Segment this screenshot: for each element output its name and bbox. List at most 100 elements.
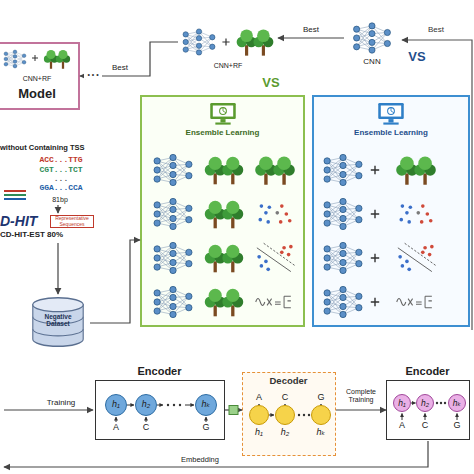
network-neuron	[356, 172, 362, 178]
encoder-box: Encoderh₁h₂hₖACG	[386, 380, 470, 440]
annotation-label: 81bp	[30, 196, 90, 204]
sequence-bar	[4, 190, 26, 192]
svm-margin	[264, 243, 296, 266]
network-neuron	[22, 60, 26, 64]
ellipsis-dot	[298, 414, 300, 416]
network-neuron	[170, 286, 176, 292]
network-neuron	[4, 57, 8, 61]
flow-line	[402, 414, 403, 421]
network-neuron	[324, 246, 330, 252]
annotation-label: VS	[256, 76, 286, 90]
network-neuron	[4, 62, 8, 66]
network-neuron	[186, 161, 192, 167]
data-point	[264, 211, 268, 215]
tree-crown	[209, 201, 222, 214]
network-neuron	[356, 205, 362, 211]
network-neuron	[154, 211, 160, 217]
ellipsis-dot	[179, 404, 181, 406]
annotation-label: ...	[30, 175, 92, 184]
network-neuron	[186, 205, 192, 211]
tree-crown	[259, 156, 273, 170]
formula-glyph	[397, 296, 432, 307]
formula-icon	[386, 285, 446, 319]
data-point	[285, 212, 289, 216]
monitor-stand	[388, 119, 393, 122]
network-neuron	[170, 223, 176, 229]
plus-symbol	[371, 166, 379, 174]
node-text: h₂	[415, 399, 435, 408]
tree-icon	[252, 153, 298, 187]
network-neuron	[324, 158, 330, 164]
tree-trunk	[405, 173, 408, 184]
ellipsis-dot	[303, 414, 305, 416]
network-neuron	[324, 167, 330, 173]
network-neuron	[186, 172, 192, 178]
sequence-bar	[4, 194, 26, 196]
flow-arrow	[57, 243, 58, 294]
network-neuron	[22, 54, 26, 58]
flow-line	[457, 414, 458, 421]
plus-symbol	[371, 254, 379, 262]
data-point	[258, 218, 262, 222]
data-point	[423, 246, 427, 250]
annotation-label: • • •	[84, 71, 102, 79]
tree-trunk	[231, 173, 234, 184]
network-neuron	[170, 162, 176, 168]
data-point	[280, 204, 284, 208]
node-text: h₂	[135, 400, 157, 410]
ellipsis-dot	[173, 404, 175, 406]
encoder-box: Encoderh₁h₂hₖACG	[95, 380, 225, 440]
network-neuron	[324, 211, 330, 217]
node-heading: CNN+RF	[178, 62, 278, 70]
flow-line	[127, 405, 134, 406]
node-heading: Decoder	[243, 376, 334, 386]
annotation-label: Representative Sequences	[50, 215, 94, 228]
annotation-label: ACC...TTG	[30, 156, 92, 165]
network-neuron	[356, 249, 362, 255]
network-neuron	[324, 255, 330, 261]
node-text: C	[277, 393, 293, 403]
training-arrow	[4, 409, 93, 410]
data-point	[407, 268, 411, 272]
tree-trunk	[231, 217, 234, 228]
network-neuron	[369, 47, 375, 53]
node-heading: Ensemble Learning	[314, 129, 468, 138]
network-neuron	[324, 202, 330, 208]
network-neuron	[324, 290, 330, 296]
network-neuron	[154, 167, 160, 173]
plus-icon	[220, 36, 232, 48]
network-neuron	[340, 303, 346, 309]
network-neuron	[154, 290, 160, 296]
flow-line	[269, 415, 274, 416]
ellipsis-dot	[308, 414, 310, 416]
formula-glyph	[256, 296, 291, 307]
tree-icon	[202, 241, 246, 275]
net-icon	[150, 285, 196, 319]
data-point	[416, 211, 420, 215]
network-neuron	[324, 299, 330, 305]
tree-icon	[202, 285, 246, 319]
tree-trunk	[50, 61, 52, 69]
node-text: A	[108, 423, 124, 433]
node-text: hₖ	[195, 400, 217, 410]
cnn-icon: CNN	[344, 20, 400, 74]
network-neuron	[186, 260, 192, 266]
annotation-label: Best	[414, 26, 458, 35]
network-neuron	[340, 154, 346, 160]
network-neuron	[354, 44, 360, 50]
tree-crown	[47, 50, 56, 59]
node-text: G	[449, 421, 465, 431]
monitor-frame	[378, 103, 404, 119]
model-box: CNN+RFModel	[0, 42, 80, 110]
network-neuron	[183, 39, 188, 44]
svm-icon	[386, 241, 446, 275]
network-neuron	[340, 171, 346, 177]
ensemble-group: Ensemble Learning	[140, 95, 305, 327]
tree-crown	[277, 156, 291, 170]
data-point	[429, 219, 433, 223]
node-heading: Ensemble Learning	[142, 129, 303, 138]
edge-label: Complete Training	[334, 388, 388, 403]
data-point	[428, 253, 432, 257]
node-text: C	[417, 421, 433, 431]
tree-crown	[209, 289, 222, 302]
